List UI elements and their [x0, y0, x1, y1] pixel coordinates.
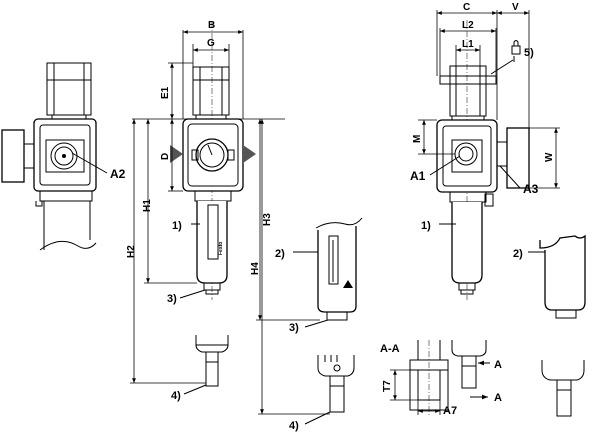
label-A2: A2 [110, 167, 126, 181]
label-3-front: 3) [167, 293, 177, 305]
dim-B: B [208, 20, 215, 31]
label-2-right: 2) [513, 248, 523, 260]
right-metal-bowl: 2) [513, 234, 586, 417]
dim-L1: L1 [462, 39, 474, 50]
dim-A7: A7 [443, 405, 457, 417]
dim-H1: H1 [142, 199, 153, 212]
dim-D: D [160, 153, 171, 160]
dim-V: V [512, 2, 519, 13]
dim-C: C [463, 2, 470, 13]
dim-M: M [412, 135, 423, 143]
dim-T7: T7 [382, 380, 393, 392]
label-A-upper: A [494, 359, 502, 371]
dim-H4: H4 [250, 262, 261, 275]
dim-H3: H3 [262, 213, 273, 226]
label-1: 1) [172, 220, 182, 232]
label-A3: A3 [523, 182, 539, 196]
label-A-lower: A [494, 392, 502, 404]
right-view: A1 A3 1) 5) [410, 20, 539, 300]
bowl-print: Festo [218, 242, 224, 255]
metal-bowl-option: 2) 3) 4) [275, 217, 363, 432]
label-2-mid: 2) [275, 248, 285, 260]
dim-G: G [207, 38, 215, 49]
left-side-view: A2 [1, 62, 126, 251]
dim-W: W [544, 152, 555, 162]
label-4-mid: 4) [289, 420, 299, 432]
right-dimensions: C V L2 L1 M W [412, 2, 560, 189]
section-AA: A-A T7 A7 A A [380, 340, 502, 417]
label-3-mid: 3) [289, 322, 299, 334]
label-4-front: 4) [171, 390, 181, 402]
label-A1: A1 [410, 169, 426, 183]
front-dimensions: B G E1 D H1 H2 H3 H4 [126, 20, 330, 415]
section-label: A-A [380, 343, 400, 355]
label-1-right: 1) [421, 220, 431, 232]
dim-H2: H2 [126, 245, 137, 258]
dim-E1: E1 [160, 86, 171, 99]
front-view: Festo 1) 3) 4) [167, 22, 256, 402]
dim-L2: L2 [462, 20, 474, 31]
